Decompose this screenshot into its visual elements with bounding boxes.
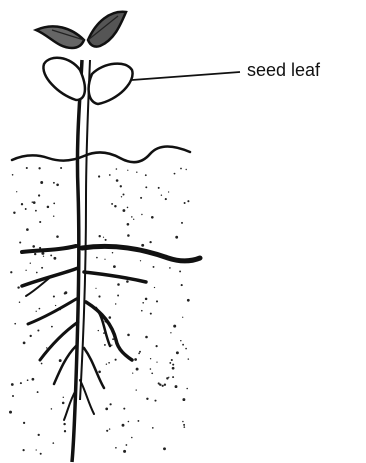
roots xyxy=(22,246,200,420)
stem xyxy=(72,60,82,462)
seed-leaf-leader-line xyxy=(132,72,240,80)
true-leaves xyxy=(36,12,126,48)
right-seed-leaf xyxy=(89,64,133,104)
left-seed-leaf xyxy=(43,58,84,100)
soil-surface-line xyxy=(12,146,190,162)
seed-leaf-label: seed leaf xyxy=(247,60,320,81)
right-true-leaf xyxy=(88,12,126,47)
